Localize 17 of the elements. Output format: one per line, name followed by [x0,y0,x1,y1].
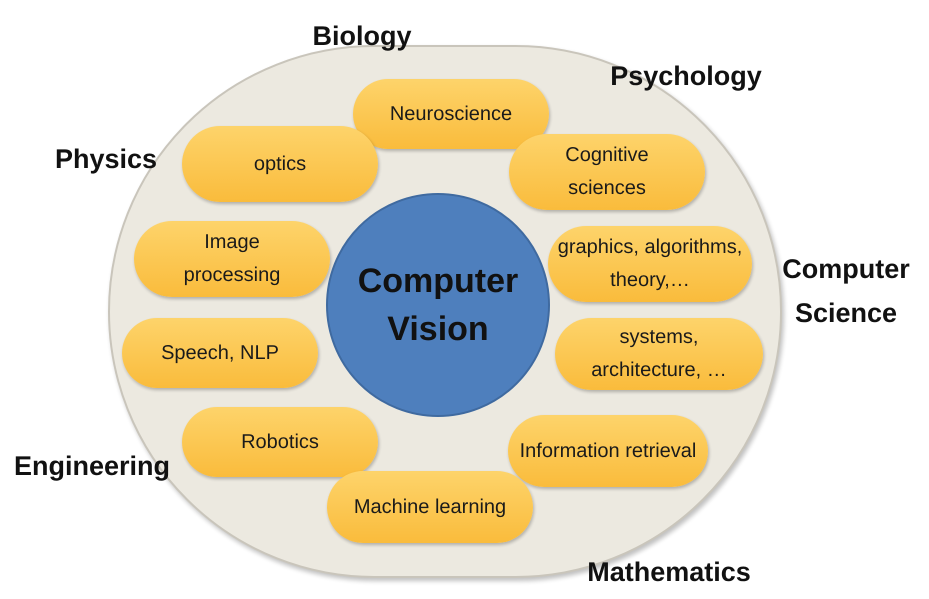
node-label: Computer Vision [356,261,520,350]
field-label: Computer Science [781,253,911,330]
node-label: Information retrieval [518,438,698,464]
node-label: Machine learning [352,494,508,520]
field-label: Engineering [12,450,171,483]
node-label: Cognitive sciences [564,143,650,201]
node-label: Speech, NLP [160,340,280,366]
field-label: Psychology [609,60,763,93]
node-label: optics [252,152,308,176]
node-label: graphics, algorithms, theory,… [556,235,744,293]
node-label: systems, architecture, … [590,325,728,383]
node-label: Neuroscience [388,102,514,126]
node-label: Image processing [182,230,282,288]
field-label: Biology [312,20,412,53]
field-label: Physics [54,143,158,176]
node-label: Robotics [240,430,320,454]
field-label: Mathematics [586,556,752,589]
